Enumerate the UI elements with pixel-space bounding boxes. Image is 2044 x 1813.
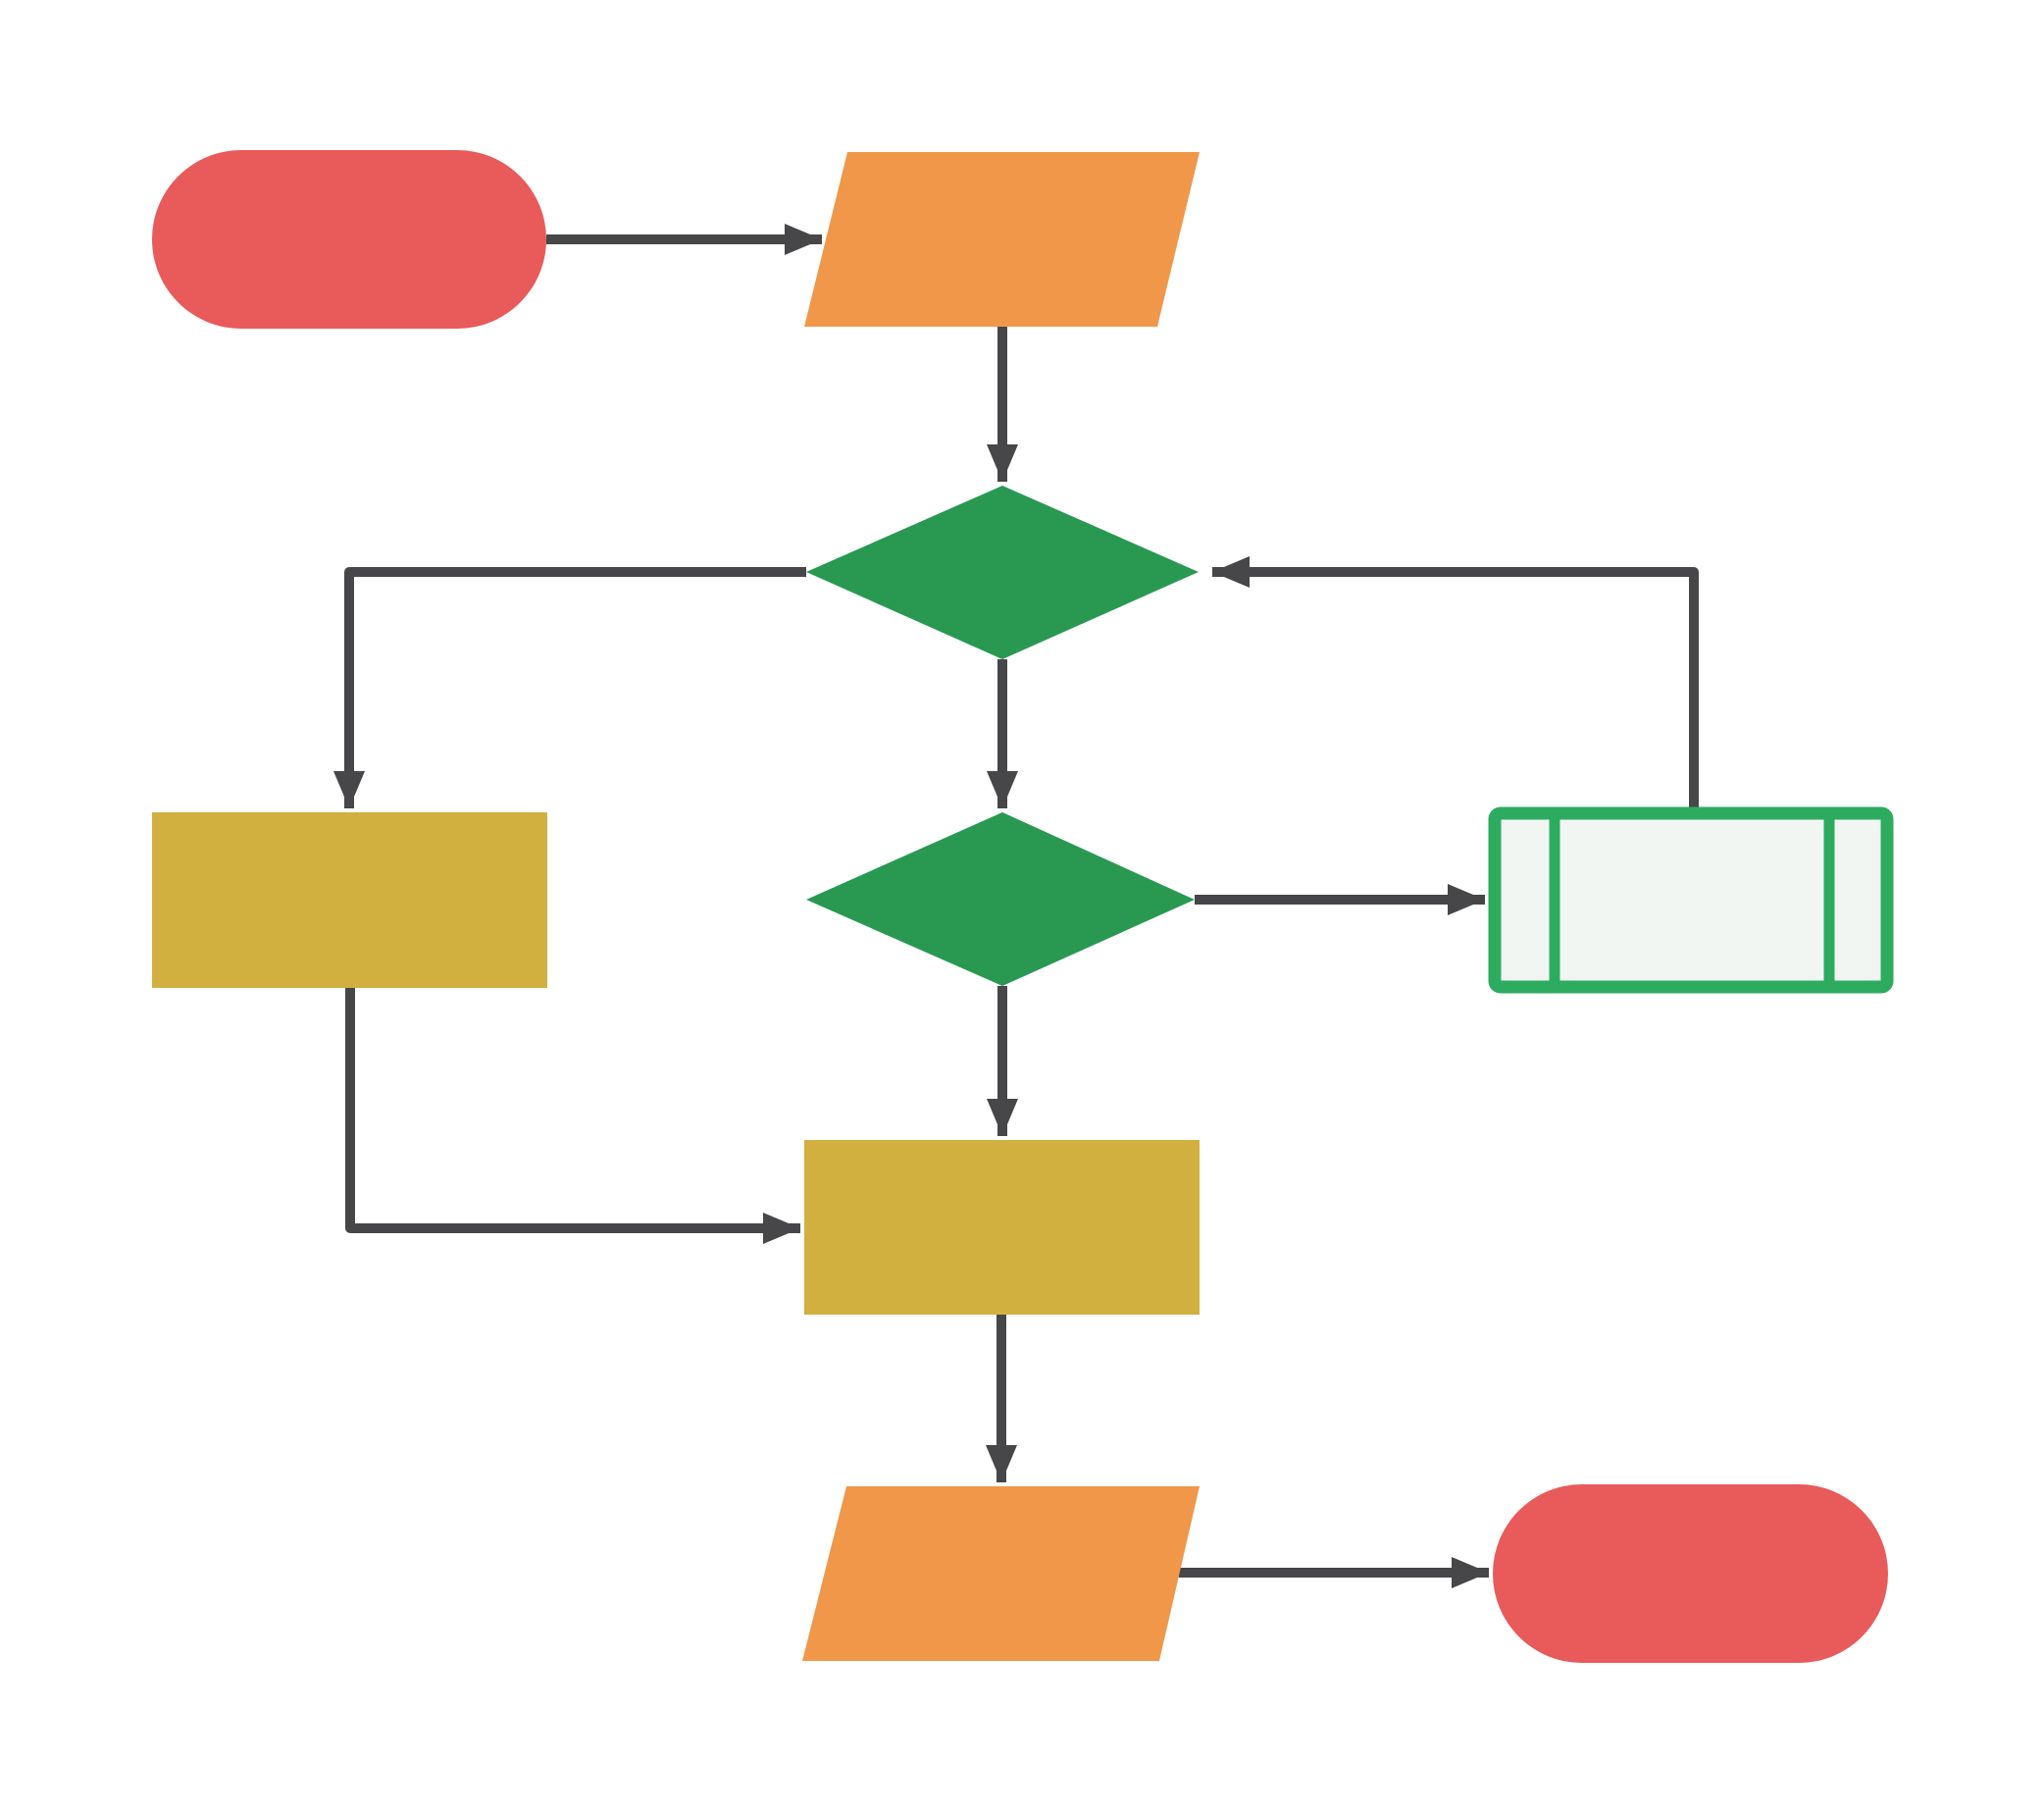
- connector-process-left-to-process-center: [345, 988, 800, 1244]
- node-decision-2-diamond: [806, 812, 1195, 986]
- node-input-top-parallelogram: [804, 152, 1200, 327]
- node-process-center-rectangle: [804, 1140, 1200, 1315]
- predefined-process-outer: [1488, 806, 1894, 994]
- node-process-left-rectangle: [152, 812, 547, 988]
- node-decision-1-diamond: [806, 486, 1199, 659]
- connector-decision-1-to-process-left: [333, 567, 806, 808]
- node-output-bottom-parallelogram: [802, 1486, 1200, 1661]
- node-start-terminator: [152, 150, 546, 329]
- node-predefined-process: [1488, 806, 1894, 994]
- connector-predefined-process-to-decision-1: [1212, 556, 1699, 807]
- node-end-terminator: [1493, 1484, 1888, 1663]
